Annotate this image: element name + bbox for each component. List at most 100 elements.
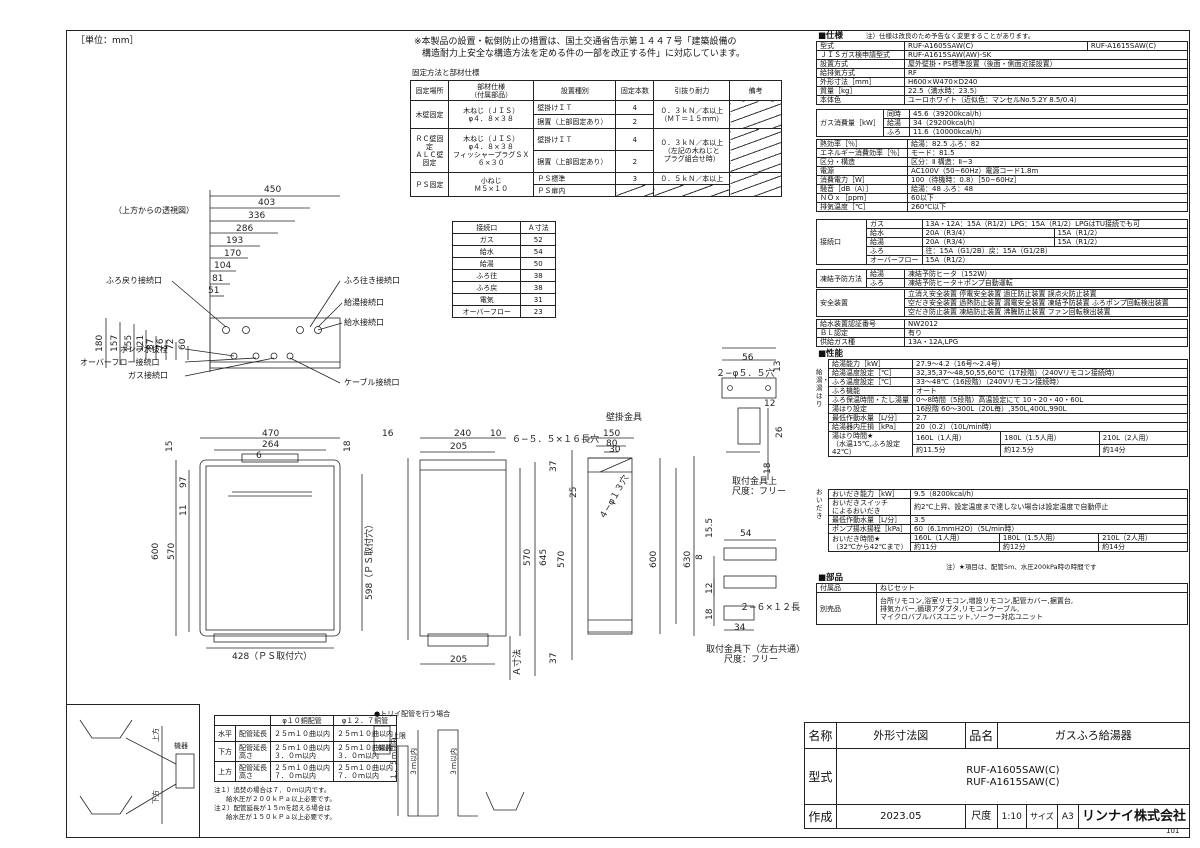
perf-val: 0〜8時間（5段階）高温設定にて 10・20・40・60L — [912, 395, 1188, 405]
perf-val: 33〜48℃（16段階）（240Vリモコン接続時） — [912, 377, 1188, 387]
dim-37: 37 — [549, 461, 559, 472]
spec-val: 100（待機時：0.8）［50−60Hz］ — [907, 175, 1188, 185]
conn-spec-val: 13A・12A：15A（R1/2）LPG：15A（R1/2）LPGはTU接続でも… — [921, 219, 1189, 229]
freeze-val: 凍結予防ヒータ（152W） — [904, 269, 1188, 279]
dim-18-up: 18 — [763, 462, 773, 474]
dim-26: 26 — [775, 426, 785, 438]
spec-val: 給湯：82.5 ふろ：82 — [907, 139, 1188, 149]
dim-570-side: 570 — [523, 549, 533, 566]
pipe-val: ２５ｍ１０曲以内 ７．０ｍ以内 — [270, 761, 334, 782]
pipe-dir: 下方 — [214, 741, 236, 762]
spec-key: 区分・構造 — [816, 157, 908, 167]
dim-205: 205 — [450, 442, 467, 452]
fixing-place: ＰＳ固定 — [410, 172, 449, 197]
spec-val: モード：81.5 — [907, 148, 1188, 158]
dim-470: 470 — [262, 429, 279, 439]
fixing-empty — [653, 184, 731, 197]
tb-product-value: ガスふろ給湯器 — [996, 722, 1191, 749]
tb-size: A3 — [1056, 804, 1079, 829]
label-bath-supply: ふろ往き接続口 — [344, 276, 400, 285]
dim-598-ps: 598（ＰＳ取付穴） — [363, 520, 375, 600]
label-gas: ガス接続口 — [128, 371, 168, 380]
safety-line: 立消え安全装置 停電安全装置 過圧防止装置 誤点火防止装置 — [904, 289, 1188, 299]
tb-made-label: 作成 — [804, 804, 837, 829]
spec-key: 型式 — [816, 41, 905, 51]
fill-t: 約12.5分 — [1000, 443, 1100, 457]
fixing-strength: ０．３ｋＮ／本以上 （左記の木ねじと プラグ組合せ時） — [653, 128, 731, 173]
dim-18-low: 18 — [705, 608, 715, 620]
freeze-val: 凍結予防ヒータ＋ポンプ自動運転 — [904, 278, 1188, 288]
dim-428-ps: 428（ＰＳ取付穴） — [232, 650, 312, 662]
reheat-t: 約12分 — [998, 542, 1100, 552]
dim-264: 264 — [262, 440, 279, 450]
spec-val: RUF-A1615SAW(AW)-SK — [904, 50, 1188, 60]
gas-key: 同時 — [882, 109, 910, 119]
spec-val2: RUF-A1615SAW(C) — [1086, 41, 1189, 51]
lower-caption: 取付金具下（左右共通） — [706, 643, 800, 655]
safety-table: 安全装置立消え安全装置 停電安全装置 過圧防止装置 誤点火防止装置 空だき安全装… — [816, 289, 1188, 317]
install-note: 注１）追焚の場合は７．０ｍ以内です。 — [214, 786, 331, 794]
dim-60: 60 — [178, 338, 188, 350]
spec-val: NW2012 — [904, 319, 1188, 329]
tb-model-1: RUF-A1605SAW(C) — [966, 764, 1060, 776]
label-cable: ケーブル接続口 — [344, 378, 400, 387]
fixing-table: 固定場所 部材仕様 （付属部品） 設置種別 固定本数 引抜り耐力 備考 木壁固定… — [410, 80, 782, 197]
notice-line-1: ※本製品の設置・転倒防止の措置は、国土交通省告示第１４４７号「建築設備の — [414, 37, 737, 47]
top-view-caption: （上方からの透視図） — [114, 206, 194, 215]
spec-key: 本体色 — [816, 95, 905, 105]
spec-val: 60以下 — [907, 193, 1188, 203]
fixing-strength: ０．３ｋＮ／本以上 （ＭＴ＝１５ｍｍ） — [653, 100, 731, 129]
dim-157: 157 — [110, 335, 120, 352]
perf-val: オート — [912, 386, 1188, 396]
dim-6: 6 — [256, 451, 262, 461]
dim-570-bracket: 570 — [557, 551, 567, 568]
parts-table: 付属品ねじセット 別売品台所リモコン,浴室リモコン,増設リモコン,配管カバー,据… — [816, 583, 1188, 625]
reheat-t: 約11分 — [910, 542, 1000, 552]
fill-t: 約11.5分 — [911, 443, 1002, 457]
trap-unit: 機器 — [378, 743, 392, 752]
spec-key: 設置方式 — [816, 59, 905, 69]
pipe-val: ２５ｍ１０曲以内 ３．０ｍ以内 — [270, 741, 334, 762]
trap-top: 上限 — [392, 731, 406, 740]
conn-spec-val2: 15A（R1/2） — [1053, 228, 1189, 238]
upper-scale: 尺度：フリー — [732, 485, 786, 497]
perf-key: 最低作動水量［L/分］ — [828, 413, 913, 423]
gas-val: 11.6（10000kcal/h） — [908, 127, 1189, 137]
fixing-type: ＰＳ扉内 — [533, 184, 617, 197]
perf-key: ポンプ揚水揚程［kPa］ — [827, 524, 912, 534]
dim-97: 97 — [179, 477, 189, 488]
label-hot-water: 給湯接続口 — [344, 298, 384, 307]
fill-time-label: 湯はり時間★ （水温15℃,ふろ設定42℃） — [828, 431, 913, 457]
perf-table-a: 給湯能力［kW］27.9〜4.2（16号〜2.4号） 給湯温度設定［℃］32,3… — [828, 359, 1189, 457]
page-number: 101 — [1166, 827, 1180, 835]
parts-title: ■部品 — [818, 573, 844, 583]
spec-key: 給排気方式 — [816, 68, 905, 78]
conn-spec-key: オーバーフロー — [866, 255, 923, 265]
dim-18: 18 — [343, 440, 353, 452]
trap-dim-15: １．５ｍ以内 — [389, 738, 398, 780]
perf-key: 給湯器内圧損［kPa］ — [828, 422, 913, 432]
sheet-border — [66, 30, 1190, 838]
gas-key: ふろ — [882, 127, 910, 137]
gas-val: 45.6（39200kcal/h） — [908, 109, 1189, 119]
reheat-vol: 180L（1.5人用） — [998, 533, 1100, 543]
tb-product-label: 品名 — [964, 722, 998, 749]
perf-key: ふろ保温時間・たし湯量 — [828, 395, 913, 405]
upper-caption: 取付金具上 — [732, 475, 777, 487]
spec-val: ユーロホワイト（近似色：マンセルNo.5.2Y 8.5/0.4） — [904, 95, 1188, 105]
dim-37b: 37 — [549, 653, 559, 664]
dim-15: 15 — [165, 441, 175, 452]
perf-val: 32,35,37〜48,50,55,60℃（17段階）（240Vリモコン接続時） — [912, 368, 1188, 378]
gas-label: ガス消費量［kW］ — [816, 109, 884, 137]
trap-title: ●トリイ配管を行う場合 — [374, 710, 451, 718]
title-block: 名称 外形寸法図 品名 ガスふろ給湯器 型式 RUF-A1605SAW(C) R… — [804, 722, 1191, 829]
dim-80: 80 — [606, 439, 618, 449]
reheat-vol: 160L（1人用） — [910, 533, 1000, 543]
gas-key: 給湯 — [882, 118, 910, 128]
tb-scale-label: 尺度 — [964, 804, 998, 829]
fixing-member: 小ねじ Ｍ５×１０ — [447, 172, 535, 197]
pipe-head: φ１０銅配管 — [270, 715, 334, 726]
